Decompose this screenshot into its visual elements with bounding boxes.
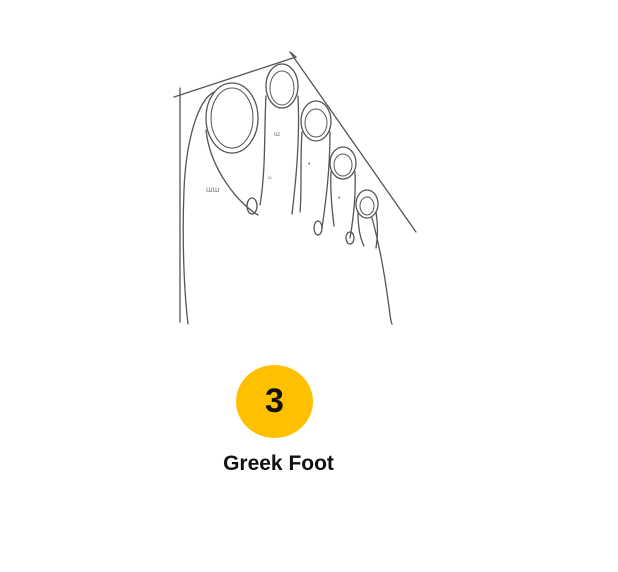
foot-outline-left	[182, 91, 215, 325]
foot-toe-diagram: ɯɯ ɯ ≈ • •	[173, 51, 417, 325]
number-badge: 3	[236, 365, 313, 438]
toe-line-right	[289, 51, 417, 233]
second-toe: ɯ ≈	[246, 63, 300, 215]
svg-text:ɯ: ɯ	[274, 131, 280, 138]
svg-text:•: •	[308, 161, 311, 168]
foot-outline-right	[371, 217, 393, 325]
badge-number: 3	[265, 382, 284, 420]
svg-text:•: •	[338, 195, 341, 202]
svg-text:ɯɯ: ɯɯ	[206, 185, 220, 194]
big-toe: ɯɯ	[205, 82, 259, 216]
little-toe	[355, 189, 379, 249]
toe-line-left	[173, 56, 297, 98]
svg-text:≈: ≈	[268, 175, 272, 182]
third-toe: •	[299, 100, 332, 236]
fourth-toe: •	[329, 146, 357, 245]
foot-type-caption: Greek Foot	[223, 452, 334, 475]
